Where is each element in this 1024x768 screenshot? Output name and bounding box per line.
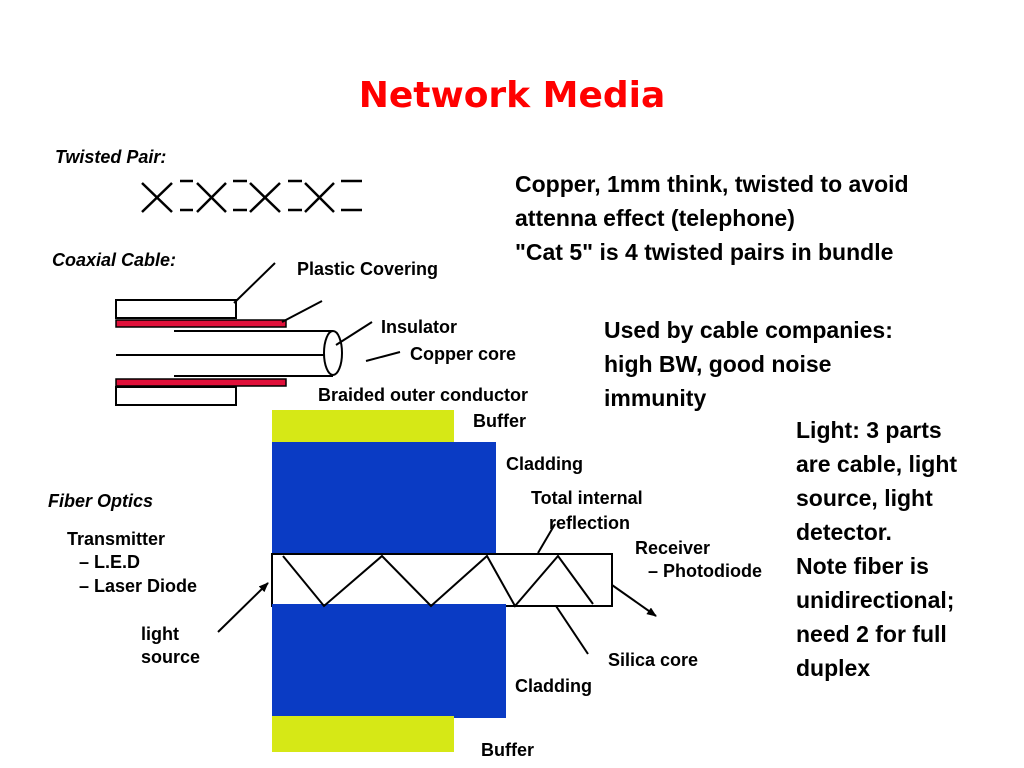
description-line: Copper, 1mm think, twisted to avoid [515, 171, 909, 197]
silica-core-label: Silica core [608, 650, 699, 670]
description-line: high BW, good noise [604, 351, 832, 377]
twisted-pair-description: Copper, 1mm think, twisted to avoid atte… [515, 167, 909, 269]
receiver-label: Receiver [635, 538, 711, 558]
coax-cable-drawing [115, 262, 401, 406]
cladding-bottom-label: Cladding [515, 676, 592, 696]
description-line: Light: 3 parts [796, 417, 942, 443]
copper-core-label: Copper core [410, 344, 517, 364]
insulator-label: Insulator [381, 317, 458, 337]
fiber-heading: Fiber Optics [48, 491, 154, 511]
description-line: "Cat 5" is 4 twisted pairs in bundle [515, 239, 894, 265]
page-title: Network Media [358, 75, 666, 116]
twisted-pair-heading: Twisted Pair: [55, 147, 167, 167]
coax-insulator-end [323, 330, 343, 376]
description-line: duplex [796, 655, 871, 681]
description-line: Used by cable companies: [604, 317, 893, 343]
twisted-pair-drawing [141, 179, 362, 213]
fiber-cladding-top [272, 442, 496, 556]
laser-diode-label: – Laser Diode [79, 576, 198, 596]
coaxial-heading: Coaxial Cable: [52, 250, 177, 270]
photodiode-label: – Photodiode [648, 561, 762, 581]
description-line: immunity [604, 385, 707, 411]
fiber-description: Light: 3 parts are cable, light source, … [796, 413, 957, 685]
coax-braid-bottom [115, 378, 287, 387]
description-line: attenna effect (telephone) [515, 205, 795, 231]
buffer-top-label: Buffer [473, 411, 526, 431]
light-label: light [141, 624, 179, 644]
description-line: detector. [796, 519, 892, 545]
plastic-covering-label: Plastic Covering [297, 259, 439, 279]
coax-braid-top [115, 319, 287, 328]
coaxial-description: Used by cable companies: high BW, good n… [604, 313, 893, 415]
fiber-buffer-bottom [272, 716, 454, 752]
description-line: Note fiber is [796, 553, 929, 579]
fiber-light-path [282, 554, 594, 608]
buffer-bottom-label: Buffer [481, 740, 534, 760]
fiber-drawing [217, 410, 657, 752]
cladding-top-label: Cladding [506, 454, 583, 474]
description-line: are cable, light [796, 451, 958, 477]
coax-plastic-top [115, 299, 237, 319]
transmitter-label: Transmitter [67, 529, 166, 549]
led-label: – L.E.D [79, 552, 141, 572]
description-line: source, light [796, 485, 933, 511]
fiber-buffer-top [272, 410, 454, 444]
source-label: source [141, 647, 201, 667]
description-line: unidirectional; [796, 587, 955, 613]
coax-plastic-bottom [115, 386, 237, 406]
fiber-output-arrow [611, 584, 657, 617]
description-line: need 2 for full [796, 621, 947, 647]
braided-outer-conductor-label: Braided outer conductor [318, 385, 529, 405]
fiber-cladding-bottom [272, 604, 506, 718]
fiber-input-arrow [217, 582, 269, 633]
total-internal-label: Total internal [531, 488, 643, 508]
reflection-label: reflection [549, 513, 631, 533]
